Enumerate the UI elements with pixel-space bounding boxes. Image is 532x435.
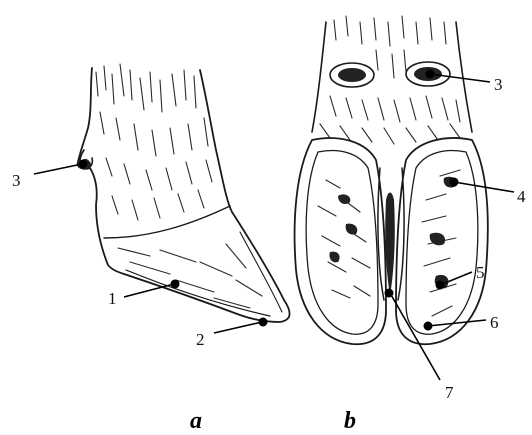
- marker-6-dot: [424, 322, 433, 331]
- marker-2-dot: [259, 318, 268, 327]
- leader-7: [390, 293, 440, 380]
- marker-3b-dot: [426, 70, 435, 79]
- callout-markers: [34, 70, 514, 381]
- lateral-foot-outline: [78, 68, 290, 322]
- sole-leg-left-edge: [312, 22, 326, 132]
- left-sole-spot-3: [329, 252, 339, 263]
- left-claw-inner-wall: [306, 151, 378, 335]
- panel-a-lateral-view: [78, 64, 290, 322]
- callout-label-5: 5: [476, 263, 485, 282]
- callout-label-3-right: 3: [494, 75, 503, 94]
- leader-3a: [34, 164, 82, 174]
- sole-hair-hatching: [320, 16, 460, 144]
- callout-label-4: 4: [517, 187, 526, 206]
- marker-7-dot: [385, 289, 394, 298]
- leader-4: [454, 182, 514, 192]
- callout-label-1: 1: [108, 289, 117, 308]
- marker-5-dot: [436, 281, 445, 290]
- callout-label-2: 2: [196, 330, 205, 349]
- panel-label-a: a: [190, 408, 202, 434]
- marker-4-dot: [450, 178, 459, 187]
- panel-labels: a b: [190, 408, 356, 434]
- marker-3a-dot: [79, 160, 88, 169]
- callout-label-6: 6: [490, 313, 499, 332]
- hoof-wall-line: [104, 206, 230, 238]
- hoof-lower-edge: [126, 270, 270, 316]
- leader-6: [428, 320, 486, 326]
- leader-2: [214, 322, 262, 333]
- hoof-tip-inner: [240, 232, 282, 312]
- left-sole-spot-1: [338, 194, 350, 204]
- marker-1-dot: [171, 280, 180, 289]
- left-sole-spot-2: [346, 224, 358, 235]
- panel-label-b: b: [344, 408, 356, 434]
- callout-label-7: 7: [445, 383, 454, 402]
- left-claw-outer-wall: [295, 138, 386, 344]
- lateral-hair-hatching: [96, 64, 212, 220]
- dewclaw-left-shade: [338, 68, 366, 82]
- callout-label-3-left: 3: [12, 171, 21, 190]
- leader-1: [124, 284, 174, 297]
